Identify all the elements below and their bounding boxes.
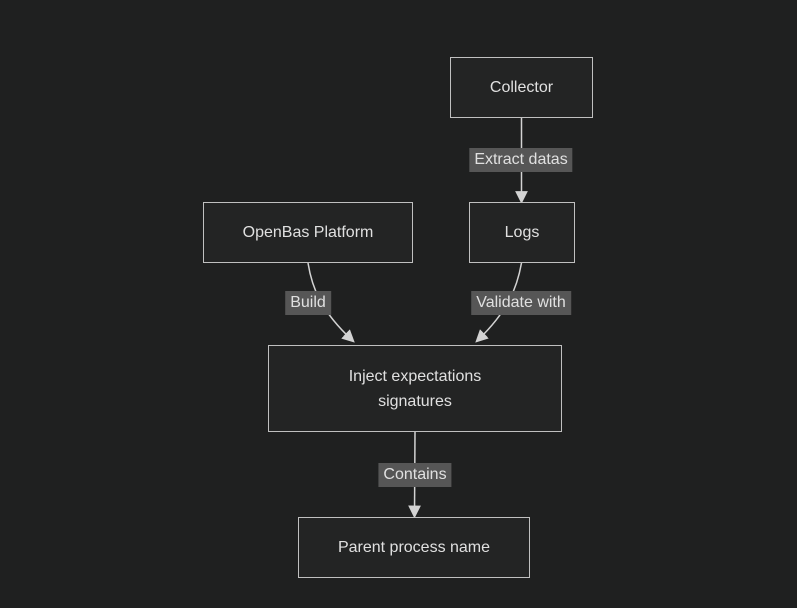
node-logs-label: Logs [504,224,540,241]
node-logs: Logs [469,202,575,263]
node-parent-process-name-label: Parent process name [337,539,491,556]
node-collector: Collector [450,57,593,118]
node-parent-process-name: Parent process name [298,517,530,578]
node-inject-expectations-signatures: Inject expectations signatures [268,345,562,432]
node-inject-expectations-signatures-label: Inject expectations signatures [348,367,482,410]
node-collector-label: Collector [489,79,554,96]
edge-label-contains: Contains [378,463,452,487]
edge-label-extract-datas: Extract datas [469,148,573,172]
edge-label-build: Build [285,291,331,315]
edge-label-validate-with: Validate with [471,291,571,315]
node-openbas-platform-label: OpenBas Platform [242,224,374,241]
node-openbas-platform: OpenBas Platform [203,202,413,263]
